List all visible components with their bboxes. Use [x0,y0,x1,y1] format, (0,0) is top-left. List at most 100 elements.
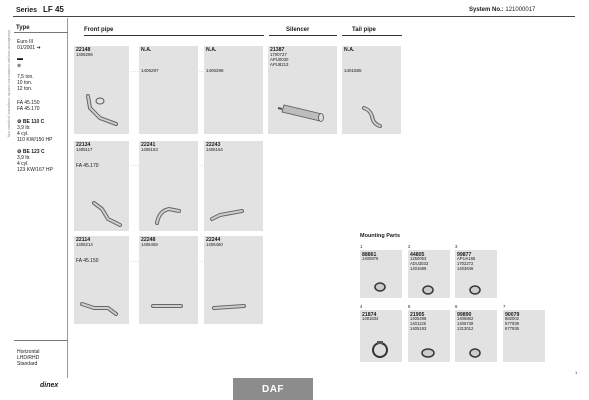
silencer-rule [269,35,337,36]
part-card-22243[interactable]: 22243 1406164 [204,141,263,231]
front-pipe-image [92,201,122,227]
mount-card-99877[interactable]: 99877 APUA155 1702272 1403646 [455,250,497,298]
part-card-22114[interactable]: 22114 1406214 FA 45.150 [74,236,129,324]
connector-dots: ...... [199,68,209,73]
oe-code: 1406298 [206,68,224,73]
mount-index: 3 [455,244,458,249]
brand-box: DAF [233,378,313,400]
oe-codes: APUA155 1702272 1403646 [457,256,476,271]
tail-pipe-rule [342,35,402,36]
oe-codes: 1406459 [141,242,158,247]
oe-codes: 1700727 APU0030 APU8213 [270,52,289,67]
part-number: 22248 [141,237,156,243]
part-card-22134[interactable]: 22134 1405117 FA 45.170 [74,141,129,231]
oe-codes: 1406164 [206,147,223,152]
dinex-logo: dinex [40,382,59,389]
footer-divider [14,340,68,341]
mount-index: 1 [360,244,363,249]
front-pipe-image [210,209,244,221]
fa-model: FA 45.170 [76,163,99,169]
front-pipe-image [86,94,118,126]
part-number: 99890 [457,312,472,318]
oe-codes: 1406214 [76,242,93,247]
part-card-tail[interactable]: N.A. 1401585 [342,46,401,134]
part-number: 22241 [141,142,156,148]
oe-codes: 1406163 [141,147,158,152]
part-number: 88861 [362,252,377,258]
connector-dots: ........ [130,258,143,263]
type-divider [14,32,68,33]
engine-1-title: ⚙ BE 110 C [17,119,45,125]
part-number: 21905 [410,312,425,318]
mount-card-44805[interactable]: 44805 1250053 ADU3033 1401689 [408,250,450,298]
part-number: 22148 [76,47,91,53]
front-pipe-image [212,304,246,310]
part-card-22248[interactable]: 22248 1406459 [139,236,198,324]
connector-dots: ........ [130,68,143,73]
part-number: N.A. [141,47,152,53]
oe-codes: 1406460 [206,242,223,247]
front-pipe-rule [84,35,264,36]
vertical-disclaimer: Manufacturer and part numbers are used f… [7,30,11,138]
part-number: 22243 [206,142,221,148]
oe-codes: 1406862 1406738 1313012 [457,316,474,331]
mount-card-88861[interactable]: 88861 1400876 [360,250,402,298]
axle-icon: ⊗ [17,63,22,69]
part-number: 22114 [76,237,91,243]
brand-label: DAF [261,384,285,395]
part-card-22244[interactable]: 22244 1406460 [204,236,263,324]
type-title: Type [16,25,30,31]
part-number: N.A. [344,47,355,53]
part-card-na-1[interactable]: N.A. 1406297 [139,46,198,134]
silencer-image [277,104,324,122]
mount-card-90079[interactable]: 90079 682002 677939 677936 [503,310,545,362]
engine-2-title: ⚙ BE 123 C [17,149,45,155]
part-number: 21387 [270,47,285,53]
part-card-21387[interactable]: 21387 1700727 APU0030 APU8213 [268,46,337,134]
part-number: 90079 [505,312,520,318]
header-divider [13,16,575,17]
oe-code: 1406297 [141,68,159,73]
mounting-parts-title: Mounting Parts [360,233,401,239]
clamp-icon [372,341,388,358]
engine-icon: ⚙ [17,149,23,155]
oe-codes: 1491834 [362,316,379,321]
series-value: LF 45 [42,5,64,14]
mount-card-21874[interactable]: 21874 1491834 [360,310,402,362]
type-column: Euro III 01/2001 ➜ ▬ ⊗ 7,5 ton. 10 ton. … [14,18,68,378]
series-label: Series [16,7,38,14]
mount-index: 2 [408,244,411,249]
clamp-icon [374,282,386,292]
fa-model: FA 45.150 [76,258,99,264]
engine-icon: ⚙ [17,119,23,125]
front-pipe-image [151,304,183,308]
system-label: System No.: [469,7,504,13]
part-card-22241[interactable]: 22241 1406163 [139,141,198,231]
part-card-22148[interactable]: 22148 1406296 [74,46,129,134]
engine-2-details: 3,9 ltr. 4 cyl. 123 KW/167 HP [17,155,53,173]
fa-models: FA 45.150 FA 45.170 [17,100,40,112]
engine-1-details: 3,9 ltr. 4 cyl. 110 KW/150 HP [17,125,53,143]
euro-norm: Euro III 01/2001 ➜ [17,39,41,51]
mount-card-21905[interactable]: 21905 1405498 1401125 1405193 [408,310,450,362]
oe-codes: 1406296 [76,52,93,57]
oe-codes: 682002 677939 677936 [505,316,519,331]
mount-card-99890[interactable]: 99890 1406862 1406738 1313012 [455,310,497,362]
mount-index: 7 [503,304,506,309]
page-number: 1 [575,370,578,375]
oe-code: 1401585 [344,68,362,73]
system-value: 121000017 [505,7,536,13]
part-number: 21874 [362,312,377,318]
front-pipe-image [80,302,118,316]
mount-index: 4 [360,304,363,309]
oe-codes: 1405117 [76,147,93,152]
part-number: 44805 [410,252,425,258]
connector-dots: ...... [199,258,209,263]
tail-pipe-image [362,106,382,128]
mount-index: 6 [455,304,458,309]
clamp-icon [422,285,434,295]
part-card-na-2[interactable]: N.A. 1406298 [204,46,263,134]
front-pipe-title: Front pipe [84,27,114,33]
tonnage: 7,5 ton. 10 ton. 12 ton. [17,74,34,92]
part-number: 22244 [206,237,221,243]
